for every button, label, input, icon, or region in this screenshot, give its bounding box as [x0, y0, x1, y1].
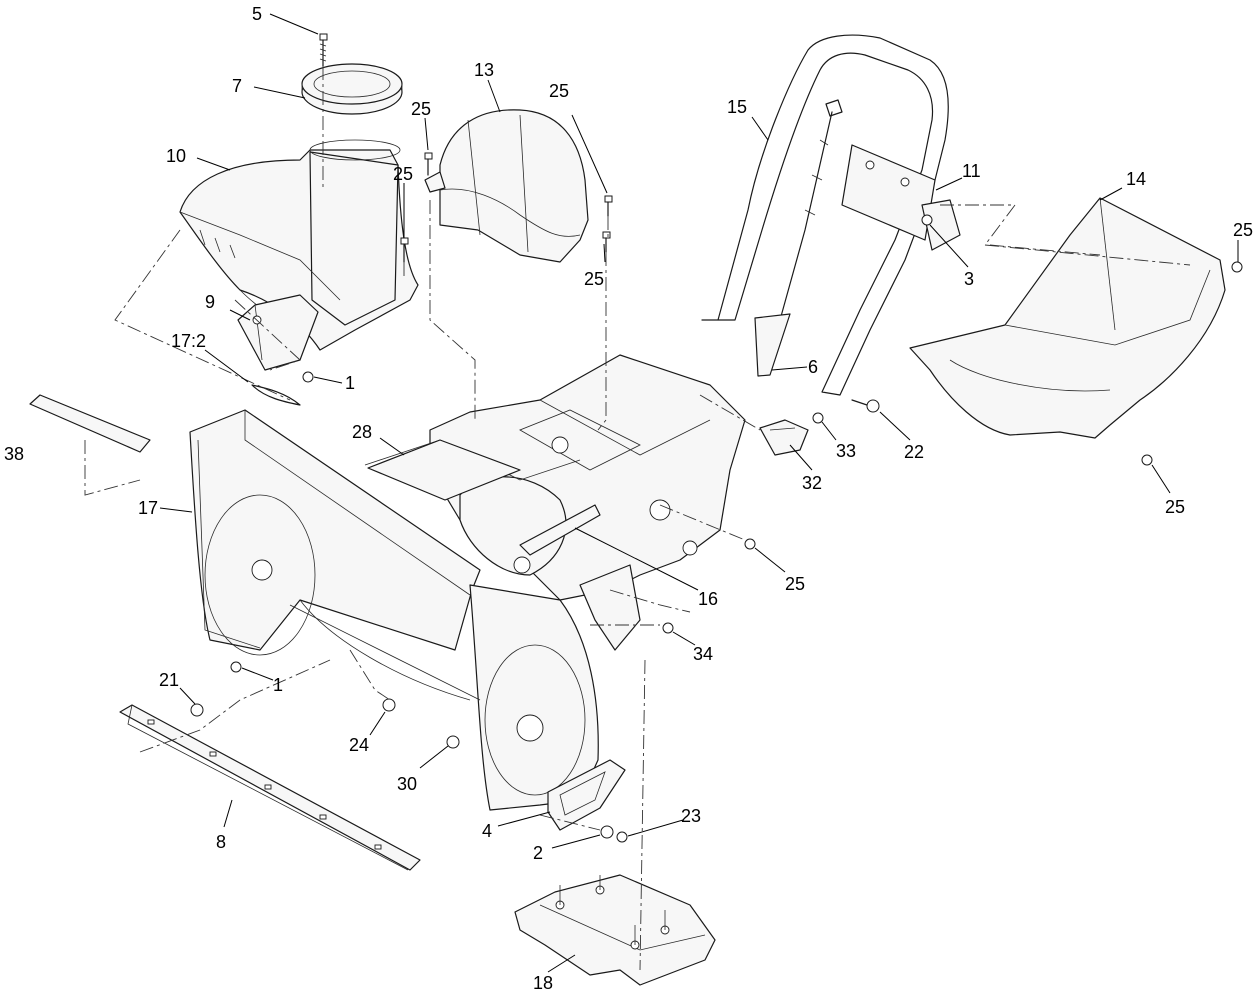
callout-25-belt-right: 25: [549, 81, 569, 101]
callout-25-belt-left: 25: [411, 99, 431, 119]
callout-15: 15: [727, 97, 747, 117]
callout-9: 9: [205, 292, 215, 312]
callout-25-chute: 25: [393, 164, 413, 184]
bolt-25-frame-top: [602, 231, 611, 253]
part-base-plate: [514, 874, 716, 986]
callout-11: 11: [962, 161, 981, 181]
part-belt-cover: [424, 109, 589, 263]
alignment-lines: [84, 66, 1191, 971]
bolt-3: [921, 214, 933, 226]
part-scraper-bar: [119, 704, 421, 871]
callout-18: 18: [533, 973, 553, 993]
callout-34: 34: [693, 644, 713, 664]
callout-30: 30: [397, 774, 417, 794]
part-control-plate: [841, 144, 961, 251]
part-knob: [190, 703, 204, 717]
callout-28: 28: [352, 422, 372, 442]
bolt-1-deflector: [302, 371, 314, 383]
washer-2: [600, 825, 614, 839]
part-deflector-bracket: [237, 294, 319, 371]
bolt-1-housing: [230, 661, 242, 673]
callout-14: 14: [1126, 169, 1146, 189]
bolt-25-cover-right: [1231, 261, 1243, 273]
callout-24: 24: [349, 735, 369, 755]
callout-16: 16: [698, 589, 718, 609]
part-discharge-chute: [179, 139, 419, 351]
nut-33: [812, 412, 824, 424]
part-decal-17-2: [251, 384, 301, 406]
bolt-25-belt-cover: [424, 152, 433, 176]
callout-38: 38: [4, 444, 24, 464]
callout-3: 3: [964, 269, 974, 289]
callout-33: 33: [836, 441, 856, 461]
bolt-25-frame-right: [744, 538, 756, 550]
callout-8: 8: [216, 832, 226, 852]
callout-labels: 5 7 10 25 25 13 25 25 9 17:2 1 38 28 17 …: [4, 4, 1253, 993]
callout-32: 32: [802, 473, 822, 493]
part-auger-housing: [189, 409, 599, 811]
callout-25-cover-bottom: 25: [1165, 497, 1185, 517]
nut-23: [616, 831, 628, 843]
part-screw: [319, 33, 328, 67]
part-chute-crank: [754, 99, 843, 377]
callout-21: 21: [159, 670, 179, 690]
part-skid-shoe: [547, 759, 626, 831]
bolt-25-belt-cover-right: [604, 195, 613, 217]
part-chute-ring: [301, 63, 403, 115]
nut-34: [662, 622, 674, 634]
callout-1-deflector: 1: [345, 373, 355, 393]
callout-10: 10: [166, 146, 186, 166]
part-decal-38: [29, 394, 151, 453]
part-frame: [364, 354, 746, 651]
callout-23: 23: [681, 806, 701, 826]
part-bracket-28: [367, 439, 521, 501]
callout-17-2: 17:2: [171, 331, 206, 351]
callout-25-frame-right: 25: [785, 574, 805, 594]
callout-22: 22: [904, 442, 924, 462]
leader-lines: [159, 13, 1239, 973]
callout-17: 17: [138, 498, 158, 518]
part-handle: [701, 34, 949, 396]
callout-4: 4: [482, 821, 492, 841]
nut-24: [382, 698, 396, 712]
fasteners: [230, 152, 1243, 843]
callout-25-frame-top: 25: [584, 269, 604, 289]
callout-13: 13: [474, 60, 494, 80]
bolt-25-cover-bottom: [1141, 454, 1153, 466]
callout-25-cover-right: 25: [1233, 220, 1253, 240]
callout-2: 2: [533, 843, 543, 863]
part-handle-bracket: [759, 419, 809, 456]
callout-1-housing: 1: [273, 675, 283, 695]
callout-5: 5: [252, 4, 262, 24]
bolt-30: [446, 735, 460, 749]
callout-7: 7: [232, 76, 242, 96]
callout-6: 6: [808, 357, 818, 377]
bolt-22: [851, 399, 880, 413]
part-lower-cover: [909, 197, 1226, 439]
